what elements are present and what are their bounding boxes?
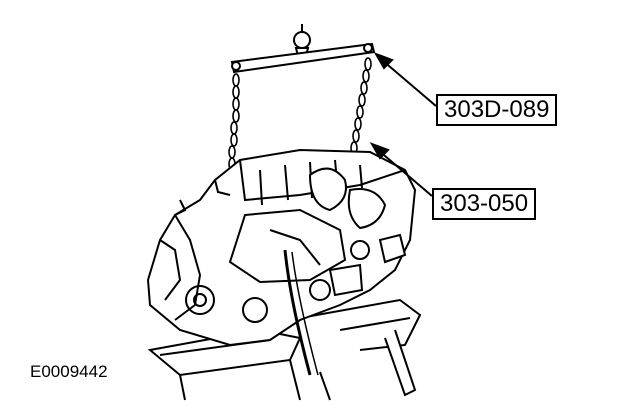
figure-id: E0009442 xyxy=(30,362,108,381)
engine-block xyxy=(146,148,417,376)
lifting-chain-right xyxy=(350,57,372,155)
callout-label-303-050: 303-050 xyxy=(432,188,537,220)
callout-label-303d-089: 303D-089 xyxy=(436,94,558,126)
lifting-bracket xyxy=(230,24,376,74)
callout-leaders xyxy=(369,52,437,197)
